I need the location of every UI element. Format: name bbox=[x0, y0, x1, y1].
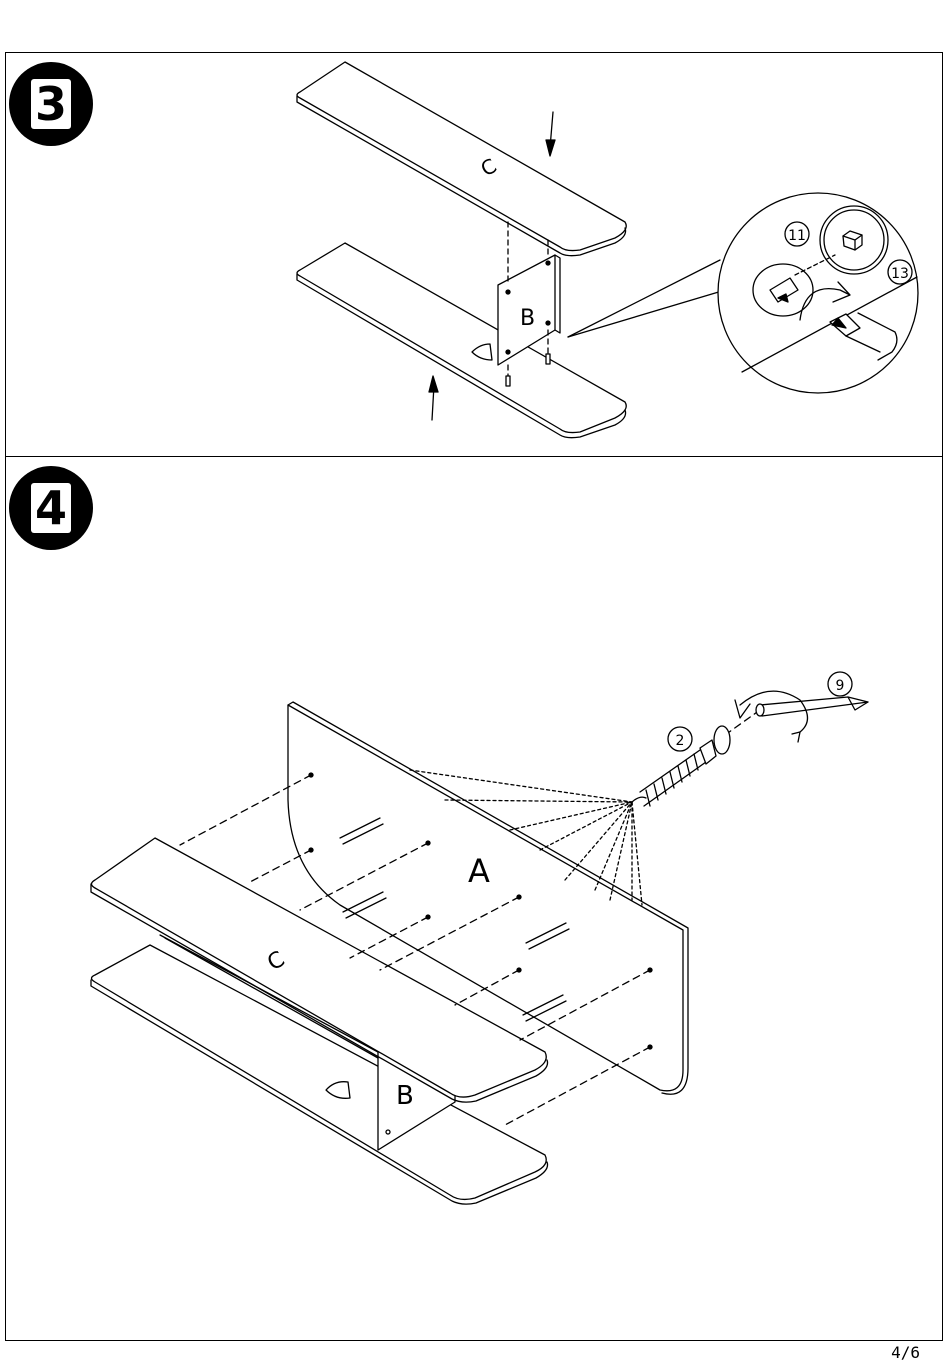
step4-callout-9: 9 bbox=[836, 678, 845, 694]
step3-label-b: B bbox=[520, 306, 535, 331]
step4-allen-key bbox=[735, 691, 868, 742]
step3-callout-13: 13 bbox=[891, 266, 909, 282]
step3-arrow-down bbox=[546, 112, 555, 156]
page-number: 4/6 bbox=[891, 1343, 920, 1362]
step3-panel-c bbox=[297, 62, 626, 256]
step4-callout-2: 2 bbox=[676, 733, 685, 749]
step4-label-a: A bbox=[468, 852, 490, 890]
step3-callout-11: 11 bbox=[788, 228, 806, 244]
step3-arrow-up bbox=[429, 376, 438, 420]
step3-panel-d bbox=[297, 243, 626, 438]
step3-detail-circle bbox=[718, 193, 918, 393]
step4-label-b: B bbox=[396, 1081, 414, 1111]
